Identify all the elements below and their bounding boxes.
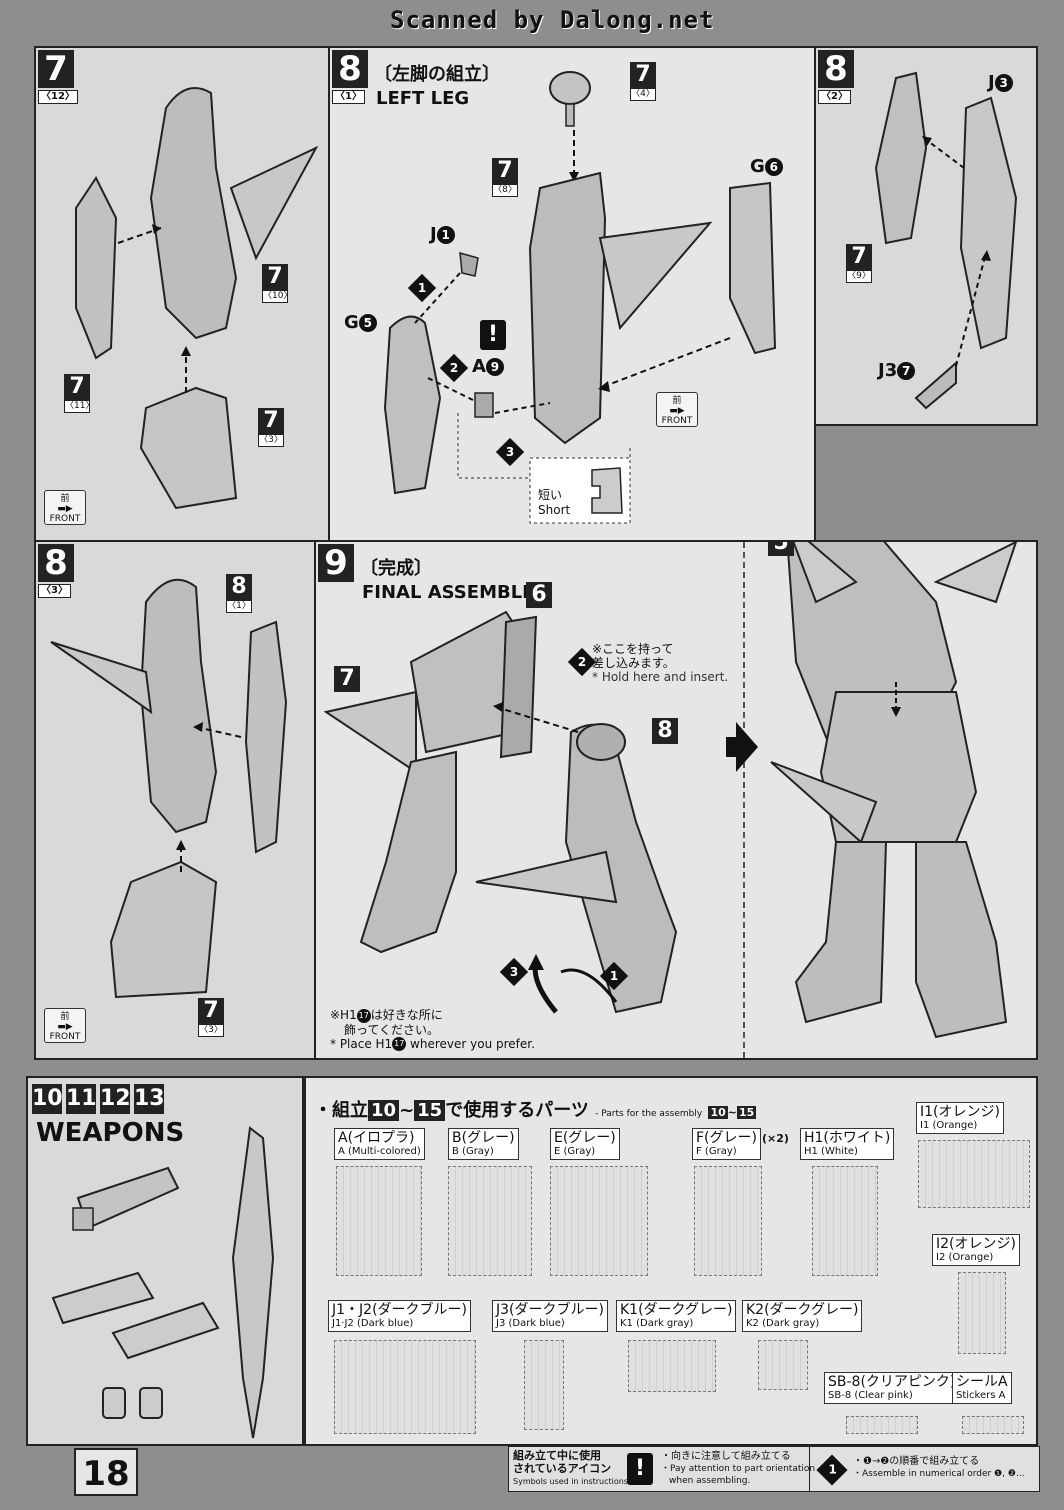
runner-i2-diagram bbox=[958, 1272, 1006, 1354]
panel-weapons: 10 11 12 13 WEAPONS bbox=[26, 1076, 304, 1446]
final-assembly-illustration bbox=[323, 542, 1018, 1058]
runner-label-b: B(グレー)B (Gray) bbox=[448, 1128, 519, 1160]
front-indicator: 前 ▬▶ FRONT bbox=[656, 392, 698, 427]
weapons-illustration bbox=[51, 1126, 275, 1439]
runner-label-sb8: SB-8(クリアピンク)SB-8 (Clear pink) bbox=[824, 1372, 960, 1404]
ref-7-10: 7〈10〉 bbox=[262, 264, 293, 303]
panel-step-8-3: 8 〈3〉 8〈1〉 7〈3〉 前 ▬▶ FRONT bbox=[34, 540, 316, 1060]
step-sub: 〈2〉 bbox=[818, 90, 851, 104]
front-indicator: 前 ▬▶ FRONT bbox=[44, 1008, 86, 1043]
step-title-en: LEFT LEG bbox=[376, 88, 470, 109]
runner-i1-diagram bbox=[918, 1140, 1030, 1208]
runner-label-k1: K1(ダークグレー)K1 (Dark gray) bbox=[616, 1300, 737, 1332]
step-number: 8 bbox=[332, 50, 368, 88]
runner-sb8-diagram bbox=[846, 1416, 918, 1434]
order-3-icon: 3 bbox=[499, 957, 529, 987]
ref-8: 8 bbox=[652, 718, 678, 744]
ref-7-8: 7〈8〉 bbox=[492, 158, 518, 197]
step-number: 8 bbox=[38, 544, 74, 582]
runner-label-h1: H1(ホワイト)H1 (White) bbox=[800, 1128, 895, 1160]
step-number: 8 bbox=[818, 50, 854, 88]
runner-e-diagram bbox=[550, 1166, 648, 1276]
runner-label-f: F(グレー)F (Gray) bbox=[692, 1128, 761, 1160]
step-title-en: FINAL ASSEMBLE bbox=[362, 582, 535, 603]
panel-step-9: 9 〔完成〕 FINAL ASSEMBLE 6 7 8 5 bbox=[314, 540, 1038, 1060]
step-number: 9 bbox=[318, 544, 354, 582]
runner-label-i1: I1(オレンジ)I1 (Orange) bbox=[916, 1102, 1004, 1134]
order-explanation: ・❶→❷の順番で組み立てる ・Assemble in numerical ord… bbox=[853, 1456, 1025, 1479]
step-title-jp: 〔左脚の組立〕 bbox=[374, 64, 500, 85]
ref-7-3: 7〈3〉 bbox=[258, 408, 284, 447]
caution-explanation: ・向きに注意して組み立てる ・Pay attention to part ori… bbox=[661, 1451, 816, 1486]
front-arrow-icon: ▬▶ bbox=[57, 504, 73, 514]
page-number: 18 bbox=[74, 1448, 138, 1496]
ref-7-11: 7〈11〉 bbox=[64, 374, 95, 413]
step-sub: 〈12〉 bbox=[38, 90, 78, 104]
front-indicator: 前 ▬▶ FRONT bbox=[44, 490, 86, 525]
runner-label-a: A(イロプラ)A (Multi-colored) bbox=[334, 1128, 425, 1160]
watermark: Scanned by Dalong.net bbox=[390, 6, 715, 34]
front-arrow-icon: ▬▶ bbox=[669, 406, 685, 416]
order-1-icon: 1 bbox=[599, 961, 629, 991]
runner-j1-j2-diagram bbox=[334, 1340, 476, 1434]
panel-step-7: 7 〈12〉 7〈10〉 7〈11〉 7〈3〉 前 ▬▶ FRONT bbox=[34, 46, 330, 542]
runner-a-diagram bbox=[336, 1166, 422, 1276]
order-2-icon: 2 bbox=[439, 353, 469, 383]
torso-illustration bbox=[75, 87, 319, 510]
footer-legend: 組み立て中に使用 されているアイコン Symbols used in instr… bbox=[508, 1446, 1040, 1492]
runner-f-qty: (×2) bbox=[762, 1132, 789, 1145]
caution-icon: ! bbox=[480, 320, 506, 350]
ref-5: 5 bbox=[768, 542, 794, 556]
legend-divider bbox=[809, 1447, 810, 1491]
step-sub: 〈3〉 bbox=[38, 584, 71, 598]
order-3-icon: 3 bbox=[495, 437, 525, 467]
hold-note: ※ここを持って 差し込みます。 * Hold here and insert. bbox=[592, 642, 729, 684]
weapons-title: WEAPONS bbox=[36, 1118, 185, 1148]
ref-7: 7 bbox=[334, 666, 360, 692]
runner-k1-diagram bbox=[628, 1340, 716, 1392]
runner-label-e: E(グレー)E (Gray) bbox=[550, 1128, 620, 1160]
ref-8-1: 8〈1〉 bbox=[226, 574, 252, 613]
runner-b-diagram bbox=[448, 1166, 532, 1276]
runner-f-diagram bbox=[694, 1166, 762, 1276]
runner-h1-diagram bbox=[812, 1166, 878, 1276]
ref-7-3: 7〈3〉 bbox=[198, 998, 224, 1037]
leg-assembly-illustration bbox=[50, 578, 288, 999]
runner-k2-diagram bbox=[758, 1340, 808, 1390]
runner-label-j1-j2: J1・J2(ダークブルー)J1·J2 (Dark blue) bbox=[328, 1300, 471, 1332]
runner-label-j3: J3(ダークブルー)J3 (Dark blue) bbox=[492, 1300, 608, 1332]
ref-7-4: 7〈4〉 bbox=[630, 62, 656, 101]
stickers-a-diagram bbox=[962, 1416, 1024, 1434]
runner-j3-diagram bbox=[524, 1340, 564, 1430]
runner-label-k2: K2(ダークグレー)K2 (Dark gray) bbox=[742, 1300, 863, 1332]
legend-title: 組み立て中に使用 されているアイコン Symbols used in instr… bbox=[513, 1449, 628, 1486]
order-1-icon: 1 bbox=[407, 273, 437, 303]
short-label: 短い Short bbox=[538, 488, 571, 517]
ref-6: 6 bbox=[526, 582, 552, 608]
step-sub: 〈1〉 bbox=[332, 90, 365, 104]
runner-label-i2: I2(オレンジ)I2 (Orange) bbox=[932, 1234, 1020, 1266]
order-icon: 1 bbox=[816, 1454, 848, 1486]
step-title-jp: 〔完成〕 bbox=[360, 558, 432, 579]
leg-armor-illustration bbox=[874, 71, 1018, 410]
front-arrow-icon: ▬▶ bbox=[57, 1022, 73, 1032]
ref-7-9: 7〈9〉 bbox=[846, 244, 872, 283]
step-number: 7 bbox=[38, 50, 74, 88]
caution-icon: ! bbox=[627, 1453, 653, 1485]
left-leg-illustration bbox=[383, 71, 777, 524]
